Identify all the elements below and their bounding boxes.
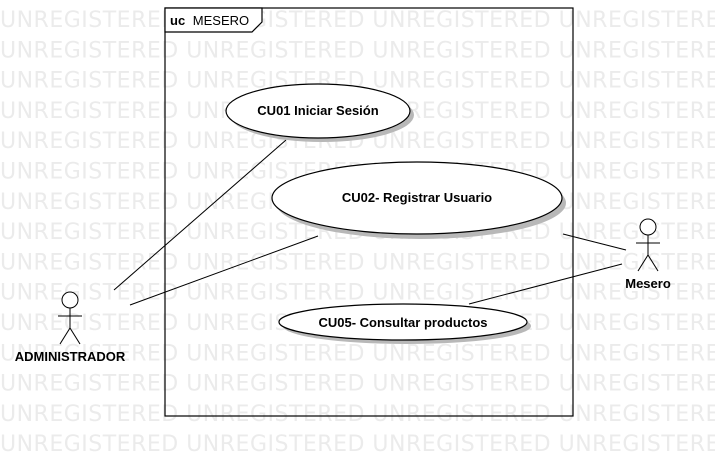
associations [113, 139, 627, 306]
watermark-row: UNREGISTERED UNREGISTERED UNREGISTERED U… [0, 372, 715, 397]
actor-administrador-head [61, 291, 79, 309]
assoc-admin-cu02 [129, 235, 319, 306]
assoc-mesero-cu05 [468, 263, 623, 305]
actor-administrador[interactable] [58, 291, 82, 345]
use-case-cu02[interactable]: CU02- Registrar Usuario [271, 161, 566, 239]
use-case-cu02-label: CU02- Registrar Usuario [342, 190, 492, 205]
assoc-admin-cu01 [113, 139, 287, 291]
frame-title: uc MESERO [170, 13, 249, 28]
watermark-row: UNREGISTERED UNREGISTERED UNREGISTERED U… [0, 341, 715, 366]
watermark-row: UNREGISTERED UNREGISTERED UNREGISTERED U… [0, 38, 715, 63]
frame-keyword: uc [170, 13, 185, 28]
assoc-mesero-cu02 [562, 233, 627, 251]
watermark: UNREGISTERED UNREGISTERED UNREGISTERED U… [0, 8, 715, 457]
watermark-row: UNREGISTERED UNREGISTERED UNREGISTERED U… [0, 8, 715, 33]
use-case-cu05[interactable]: CU05- Consultar productos [278, 303, 531, 344]
frame-name: MESERO [193, 13, 249, 28]
use-case-cu01[interactable]: CU01 Iniciar Sesión [225, 83, 414, 142]
watermark-row: UNREGISTERED UNREGISTERED UNREGISTERED U… [0, 402, 715, 427]
system-frame: uc MESERO [164, 7, 574, 417]
use-case-cu05-label: CU05- Consultar productos [318, 315, 487, 330]
actor-mesero-head [639, 218, 657, 236]
actor-mesero-label: Mesero [625, 276, 671, 291]
watermark-row: UNREGISTERED UNREGISTERED UNREGISTERED U… [0, 250, 715, 275]
watermark-row: UNREGISTERED UNREGISTERED UNREGISTERED U… [0, 281, 715, 306]
actor-mesero[interactable] [636, 218, 660, 272]
use-case-cu01-label: CU01 Iniciar Sesión [257, 103, 378, 118]
actor-administrador-label: ADMINISTRADOR [15, 349, 126, 364]
watermark-row: UNREGISTERED UNREGISTERED UNREGISTERED U… [0, 432, 715, 457]
